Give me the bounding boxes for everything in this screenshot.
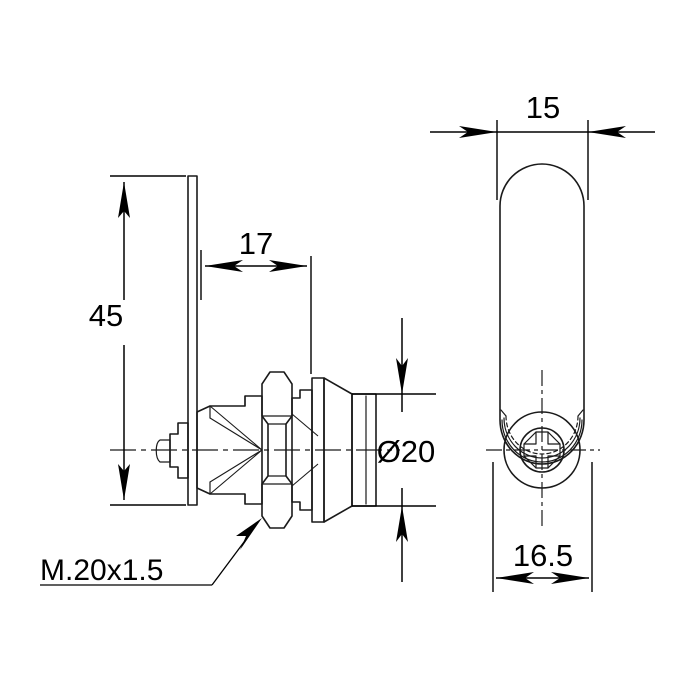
mounting-panel [187, 175, 198, 506]
dim-15-arrow-right [588, 126, 626, 138]
dimension-diameter-20: Ø20 [352, 318, 436, 582]
dim-15-label: 15 [526, 90, 560, 125]
cylinder-nose [155, 422, 189, 479]
dim-45-arrow-bottom [118, 464, 130, 500]
phillips-screw-icon [523, 431, 561, 469]
thread-callout-label: M.20x1.5 [40, 554, 163, 587]
dim-d20-arrow-top [396, 358, 408, 394]
screw-head-circle [519, 427, 565, 473]
threaded-hex-nut [261, 371, 293, 529]
front-view [486, 163, 600, 530]
dim-15-arrow-left [459, 126, 497, 138]
dim-165-arrow-left [496, 572, 534, 584]
side-section-view [110, 175, 400, 529]
dim-165-label: 16.5 [513, 538, 573, 573]
dim-45-arrow-top [118, 182, 130, 218]
dimension-17: 17 [200, 226, 312, 374]
dim-17-label: 17 [239, 226, 273, 261]
cam-lever-body [499, 163, 585, 465]
dim-17-arrow-left [205, 260, 243, 272]
thread-callout: M.20x1.5 [40, 518, 262, 587]
thread-callout-leader [211, 537, 248, 586]
dim-165-arrow-right [551, 572, 589, 584]
thread-callout-arrow [236, 518, 262, 550]
dim-45-label: 45 [89, 298, 123, 333]
dimension-15: 15 [430, 90, 655, 200]
dim-d20-label: Ø20 [377, 434, 436, 469]
dimension-16-5: 16.5 [492, 462, 593, 592]
dim-17-arrow-right [269, 260, 307, 272]
dim-d20-arrow-bottom [396, 506, 408, 542]
screw-boss-circle [503, 411, 581, 489]
dimension-45: 45 [89, 175, 186, 506]
